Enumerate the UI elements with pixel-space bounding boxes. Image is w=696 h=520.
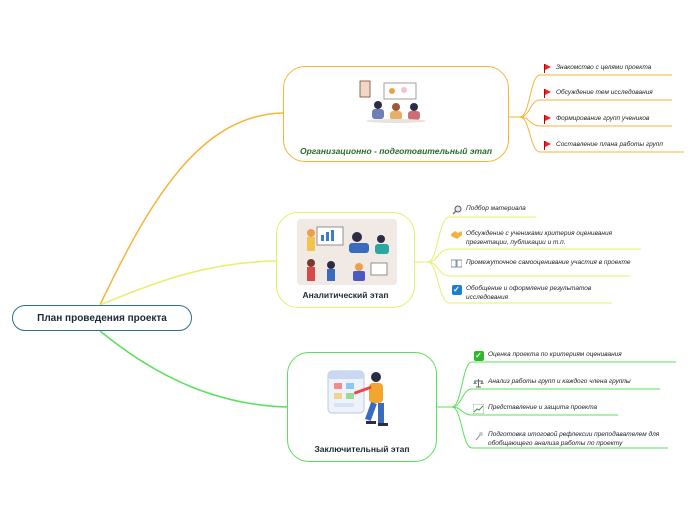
leaf-label: Обсуждение тем исследования xyxy=(556,89,653,96)
stage-title: Организационно - подготовительный этап xyxy=(299,146,493,156)
leaf-label: Подготовка итоговой рефлексии преподават… xyxy=(488,431,660,447)
leaf-item[interactable]: Представление и защита проекта xyxy=(473,403,597,414)
pin-icon xyxy=(473,430,484,441)
magnifier-icon xyxy=(451,204,462,215)
leaf-label: Обобщение и оформление результатов иссле… xyxy=(466,285,592,301)
leaf-label: Подбор материала xyxy=(466,205,526,212)
leaf-item[interactable]: Подготовка итоговой рефлексии преподават… xyxy=(473,430,673,448)
red-flag-icon xyxy=(541,63,552,74)
leaf-item[interactable]: Подбор материала xyxy=(451,204,526,215)
stage-organizational[interactable]: Организационно - подготовительный этап xyxy=(283,66,509,162)
handshake-icon xyxy=(451,229,462,240)
red-flag-icon xyxy=(541,88,552,99)
leaf-item[interactable]: Формирование групп учеников xyxy=(541,114,649,125)
team-meeting-illustration xyxy=(359,80,426,123)
book-icon xyxy=(451,258,462,269)
chart-icon xyxy=(473,403,484,414)
calendar-person-illustration xyxy=(327,370,388,426)
leaf-label: Формирование групп учеников xyxy=(556,115,650,122)
leaf-label: Представление и защита проекта xyxy=(488,404,598,411)
blue-checkbox-icon: ✓ xyxy=(451,284,462,295)
leaf-item[interactable]: Обсуждение тем исследования xyxy=(541,88,653,99)
leaf-item[interactable]: Анализ работы групп и каждого члена груп… xyxy=(473,377,631,388)
leaf-item[interactable]: Знакомство с целями проекта xyxy=(541,63,651,74)
leaf-label: Составление плана работы групп xyxy=(556,141,663,148)
stage-title: Заключительный этап xyxy=(314,444,410,454)
leaf-item[interactable]: Промежуточное самооценивание участия в п… xyxy=(451,258,641,269)
stage-final[interactable]: Заключительный этап xyxy=(287,352,437,462)
leaf-item[interactable]: Обсуждение с учениками критерия оцениван… xyxy=(451,229,651,247)
red-flag-icon xyxy=(541,114,552,125)
root-topic[interactable]: План проведения проекта xyxy=(12,305,192,331)
leaf-label: Анализ работы групп и каждого члена груп… xyxy=(488,378,631,385)
leaf-label: Обсуждение с учениками критерия оцениван… xyxy=(466,230,613,246)
leaf-item[interactable]: ✓ Обобщение и оформление результатов исс… xyxy=(451,284,631,302)
red-flag-icon xyxy=(541,140,552,151)
stage-analytical[interactable]: Аналитический этап xyxy=(276,212,415,308)
stage-title: Аналитический этап xyxy=(302,290,389,300)
analytics-team-illustration xyxy=(297,219,397,285)
leaf-label: Промежуточное самооценивание участия в п… xyxy=(466,259,631,266)
leaf-item[interactable]: Составление плана работы групп xyxy=(541,140,663,151)
leaf-item[interactable]: ✓ Оценка проекта по критериям оценивания xyxy=(473,350,622,361)
leaf-label: Оценка проекта по критериям оценивания xyxy=(488,351,622,358)
scales-icon xyxy=(473,377,484,388)
green-checkmark-icon: ✓ xyxy=(473,350,484,361)
root-label: План проведения проекта xyxy=(37,312,167,324)
leaf-label: Знакомство с целями проекта xyxy=(556,64,652,71)
